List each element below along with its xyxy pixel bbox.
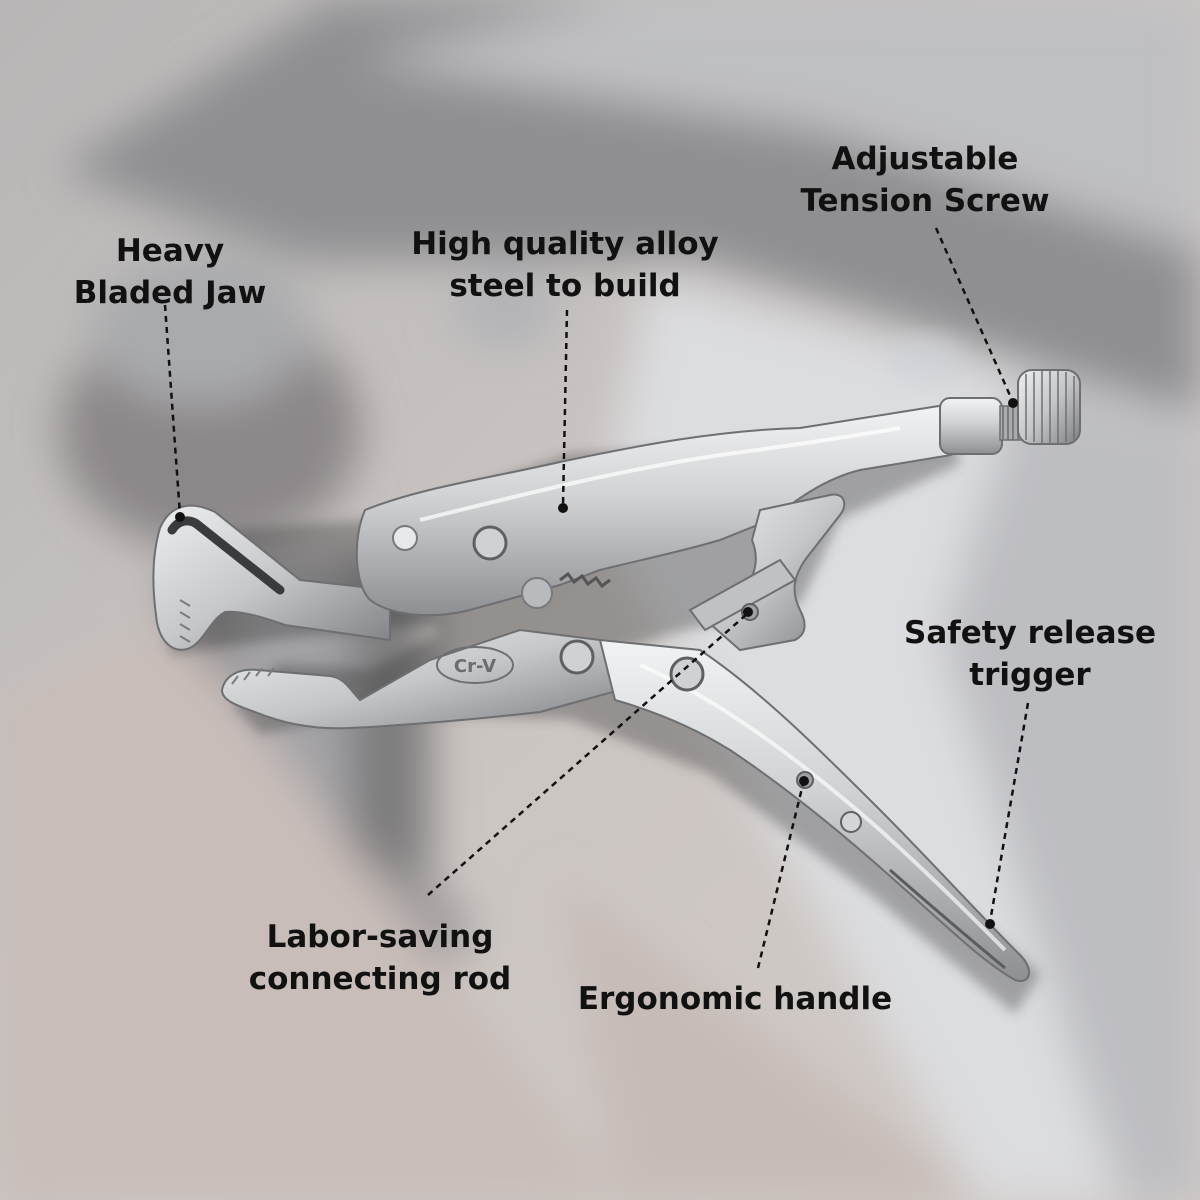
label-text: steel to build	[449, 268, 681, 304]
leader-steel	[561, 309, 569, 506]
leader-screw	[934, 227, 1014, 401]
label-text: connecting rod	[248, 961, 512, 997]
label-connecting-rod: Labor-saving connecting rod	[230, 916, 530, 1000]
label-text: Bladed Jaw	[73, 275, 267, 311]
label-alloy-steel: High quality alloy steel to build	[395, 223, 735, 307]
upper-handle	[355, 403, 963, 617]
label-heavy-bladed-jaw: Heavy Bladed Jaw	[60, 230, 280, 314]
leader-dot-screw	[1008, 398, 1018, 408]
leader-dot-rod	[743, 607, 753, 617]
leader-dot-steel	[558, 503, 568, 513]
label-text: Heavy	[115, 233, 225, 269]
label-text: High quality alloy	[411, 226, 719, 262]
lower-jaw	[220, 628, 622, 730]
crv-stamp: Cr-V	[454, 656, 496, 677]
label-ergonomic-handle: Ergonomic handle	[570, 978, 900, 1020]
leader-handle	[756, 783, 805, 969]
label-tension-screw: Adjustable Tension Screw	[790, 138, 1060, 222]
label-text: Ergonomic handle	[577, 981, 893, 1017]
label-text: trigger	[969, 657, 1091, 693]
leader-rod	[427, 613, 748, 896]
label-text: Tension Screw	[800, 183, 1050, 219]
label-text: Adjustable	[831, 141, 1019, 177]
leader-jaw	[163, 304, 182, 516]
leader-dot-handle	[799, 776, 809, 786]
label-text: Labor-saving	[266, 919, 494, 955]
connecting-rod	[688, 558, 797, 632]
leader-trigger	[988, 702, 1030, 923]
leader-dot-jaw	[175, 512, 185, 522]
label-text: Safety release	[904, 615, 1156, 651]
tension-screw	[999, 369, 1081, 445]
label-safety-release-trigger: Safety release trigger	[895, 612, 1165, 696]
leader-dot-trigger	[985, 919, 995, 929]
